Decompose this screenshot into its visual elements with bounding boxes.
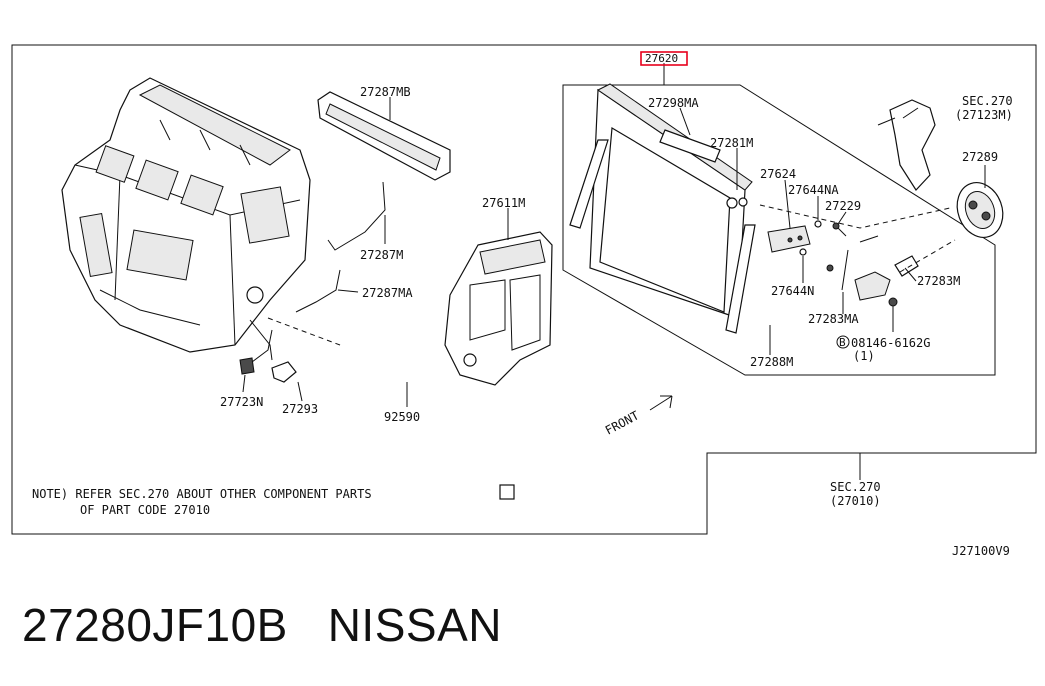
label-bolt-prefix: B xyxy=(839,336,846,349)
label-27611M: 27611M xyxy=(482,196,525,210)
seal-27298MA-top xyxy=(659,129,721,163)
label-27723N: 27723N xyxy=(220,395,263,409)
duct-27287MB-drawing xyxy=(317,91,451,181)
evaporator-group-box xyxy=(562,84,996,376)
note-line-2: OF PART CODE 27010 xyxy=(80,503,210,517)
label-sec270-bottom: SEC.270 xyxy=(830,480,881,494)
label-sec270-top: SEC.270 xyxy=(962,94,1013,108)
label-27281M: 27281M xyxy=(710,136,753,150)
label-27298MA: 27298MA xyxy=(648,96,699,110)
drain-hose-drawing xyxy=(339,343,515,500)
valve-27624-drawing xyxy=(767,225,811,253)
label-27010: (27010) xyxy=(830,494,881,508)
clip-27293-drawing xyxy=(271,361,297,383)
label-08146-6162G: 08146-6162G xyxy=(851,336,930,350)
evaporator-core-drawing xyxy=(589,83,753,319)
bolt-prefix-circle xyxy=(836,335,850,349)
label-27287M: 27287M xyxy=(360,248,403,262)
pipe-27287M-drawing xyxy=(327,181,386,251)
label-27283MA: 27283MA xyxy=(808,312,859,326)
label-front: FRONT xyxy=(603,408,641,437)
screw-27229-drawing xyxy=(832,222,847,237)
case-27611M-drawing xyxy=(444,231,553,386)
label-27624: 27624 xyxy=(760,167,796,181)
orings-27644-drawing xyxy=(799,220,822,256)
front-arrow xyxy=(649,395,673,411)
label-27287MA: 27287MA xyxy=(362,286,413,300)
note-line-1: NOTE) REFER SEC.270 ABOUT OTHER COMPONEN… xyxy=(32,487,372,501)
sensor-27283M-drawing xyxy=(826,235,919,301)
assembly-code-label: 27620 xyxy=(645,52,678,65)
part-number-caption: 27280JF10B NISSAN xyxy=(22,599,502,651)
label-27644N: 27644N xyxy=(771,284,814,298)
bracket-27123M-drawing xyxy=(877,99,936,191)
pipe-27287MA-drawing xyxy=(295,269,341,313)
label-27289: 27289 xyxy=(962,150,998,164)
seal-27298MA-drawing xyxy=(569,139,609,229)
label-27229: 27229 xyxy=(825,199,861,213)
sensor-27723N-drawing xyxy=(239,329,273,375)
assembly-highlight-box xyxy=(640,51,688,66)
seal-27288M-drawing xyxy=(725,224,756,334)
bolt-drawing xyxy=(888,297,898,332)
label-27288M: 27288M xyxy=(750,355,793,369)
label-92590: 92590 xyxy=(384,410,420,424)
figure-code: J27100V9 xyxy=(952,544,1010,558)
heater-unit-drawing xyxy=(61,77,311,361)
label-27123M: (27123M) xyxy=(955,108,1013,122)
label-bolt-qty: (1) xyxy=(853,349,875,363)
label-27644NA: 27644NA xyxy=(788,183,839,197)
grommet-27289-drawing xyxy=(956,182,1004,238)
diagram-border xyxy=(11,44,1037,535)
label-27293: 27293 xyxy=(282,402,318,416)
label-27283M: 27283M xyxy=(917,274,960,288)
label-27287MB: 27287MB xyxy=(360,85,411,99)
